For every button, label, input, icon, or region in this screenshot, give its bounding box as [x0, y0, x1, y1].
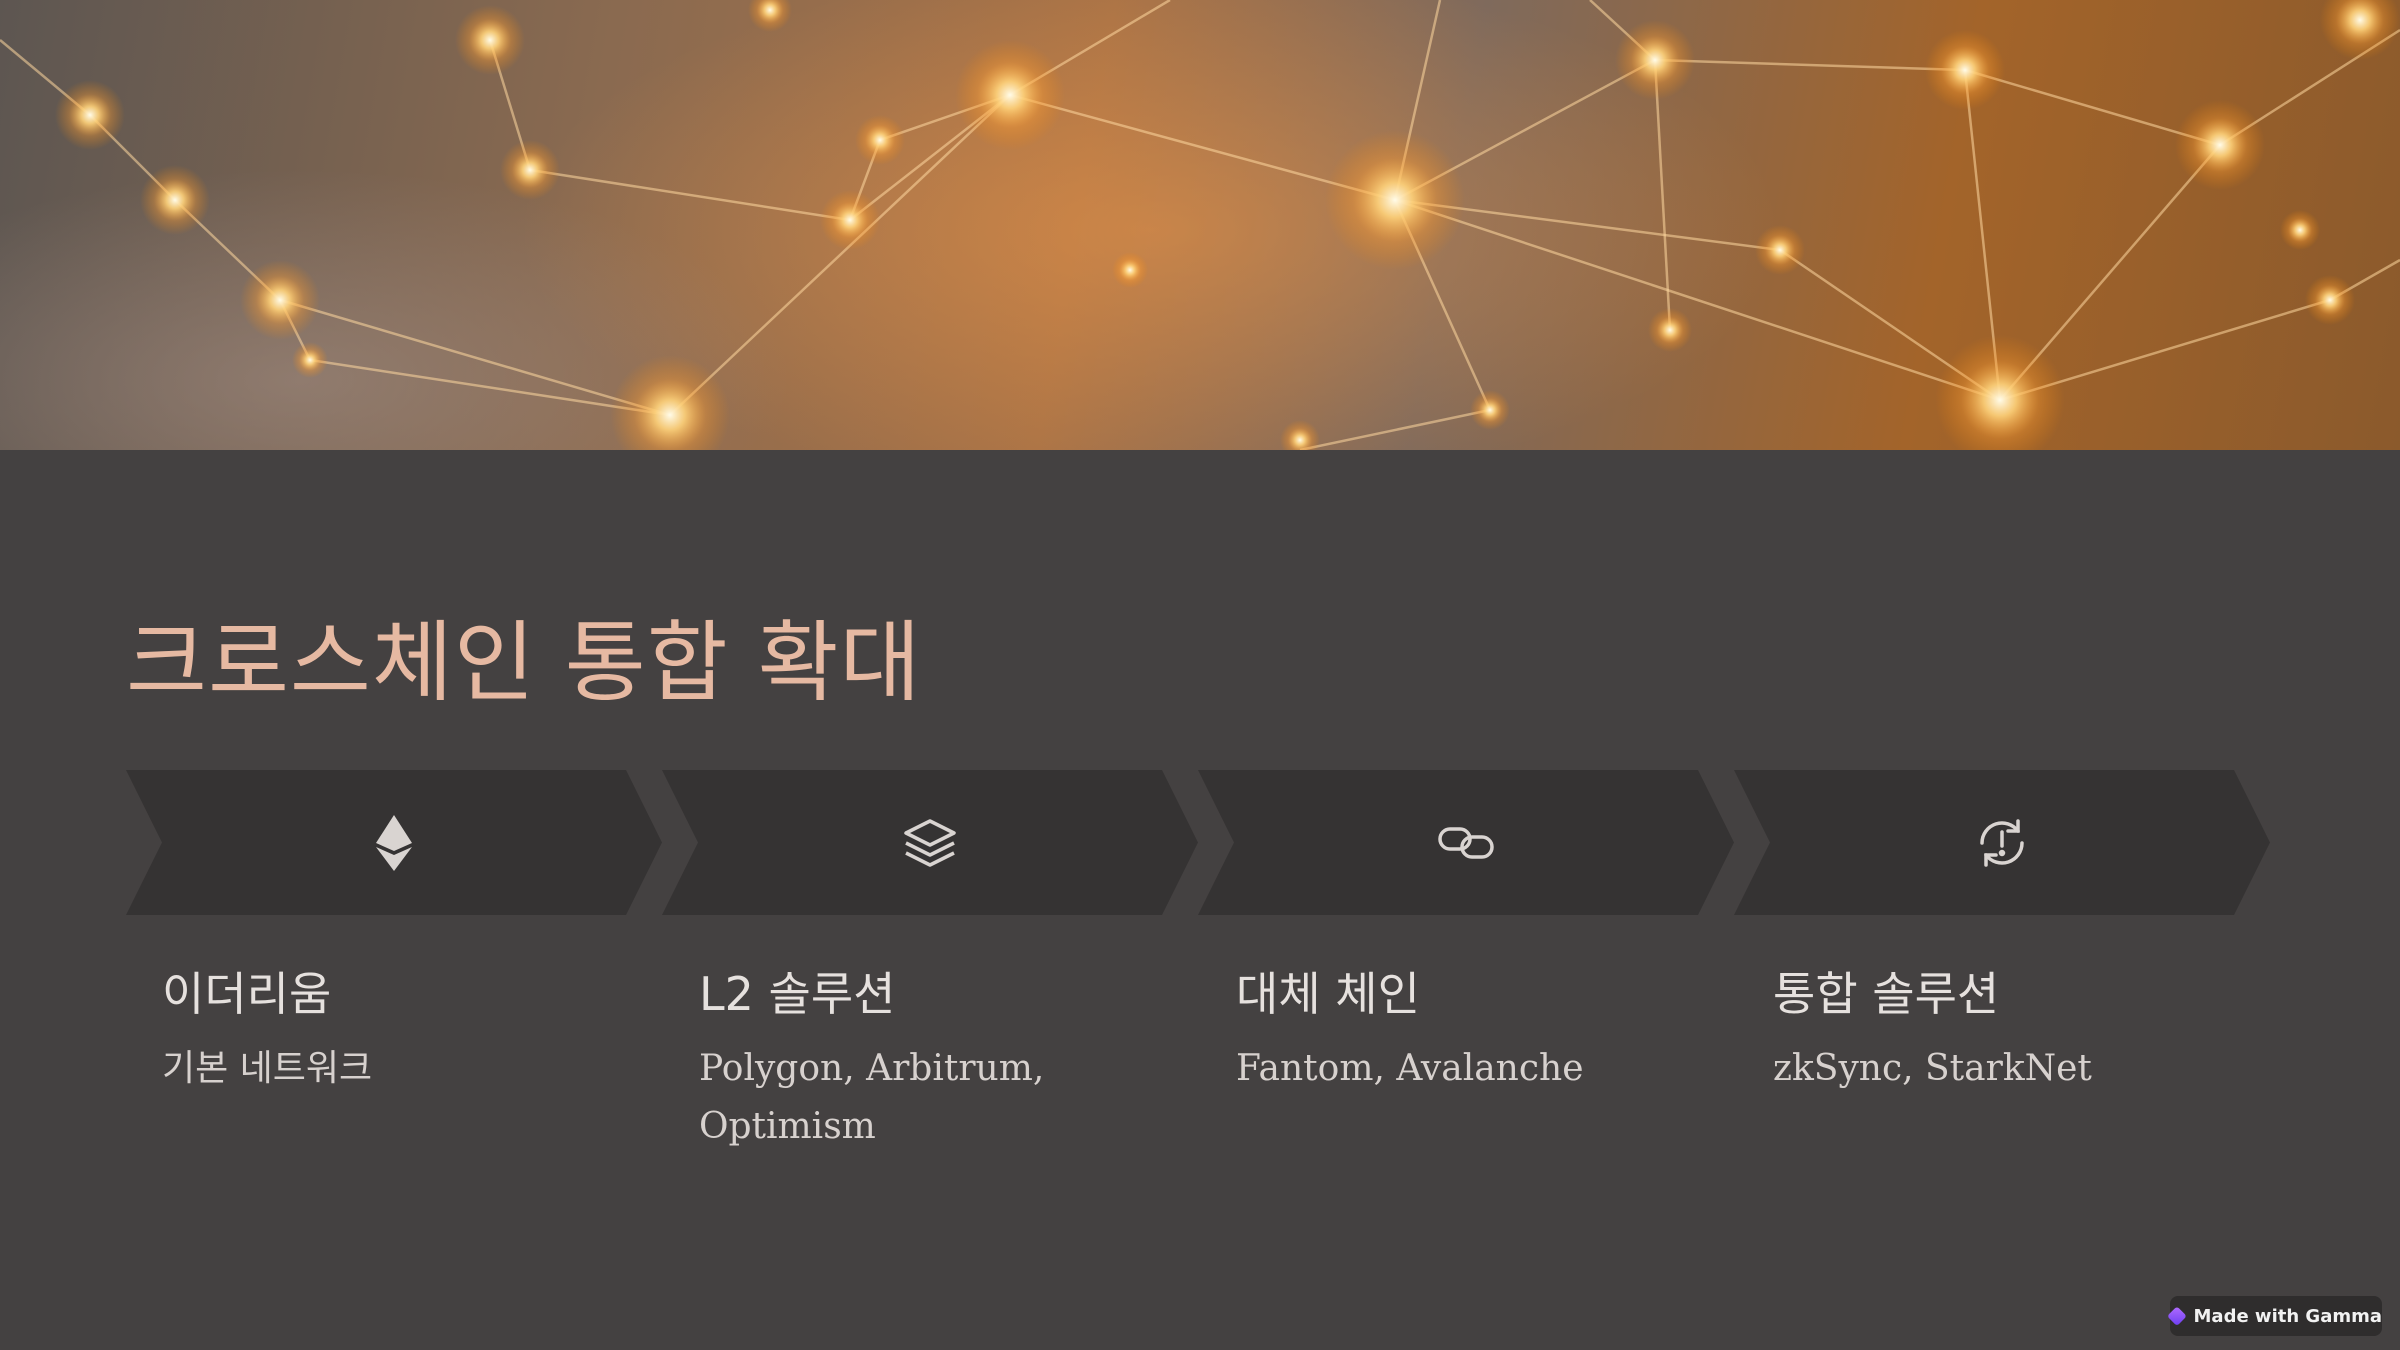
step-title-3: 대체 체인	[1236, 967, 1420, 1021]
layers-icon	[662, 770, 1198, 915]
step-description-3: Fantom, Avalanche	[1236, 1048, 1584, 1089]
chevron-shape	[662, 770, 1198, 915]
hero-network-image	[0, 0, 2400, 450]
sync-alert-icon	[1734, 770, 2270, 915]
step-title-2: L2 솔루션	[699, 967, 896, 1021]
chevron-step-4	[1734, 770, 2270, 915]
chevron-step-3	[1198, 770, 1734, 915]
step-title-1: 이더리움	[162, 967, 332, 1021]
chevron-step-2	[662, 770, 1198, 915]
step-description-1: 기본 네트워크	[162, 1048, 373, 1089]
step-title-4: 통합 솔루션	[1773, 967, 2000, 1021]
network-graphic	[0, 0, 2400, 450]
chevron-step-1	[126, 770, 662, 915]
ethereum-icon	[126, 770, 662, 915]
made-with-gamma-badge[interactable]: Made with Gamma	[2167, 1296, 2382, 1336]
step-description-4: zkSync, StarkNet	[1773, 1048, 2092, 1089]
badge-label: Made with Gamma	[2193, 1305, 2382, 1327]
gamma-logo-icon	[2167, 1306, 2187, 1326]
step-description-2: Polygon, Arbitrum, Optimism	[699, 1048, 1045, 1147]
link-icon	[1198, 770, 1734, 915]
chevron-shape	[1198, 770, 1734, 915]
slide-title: 크로스체인 통합 확대	[126, 611, 922, 714]
